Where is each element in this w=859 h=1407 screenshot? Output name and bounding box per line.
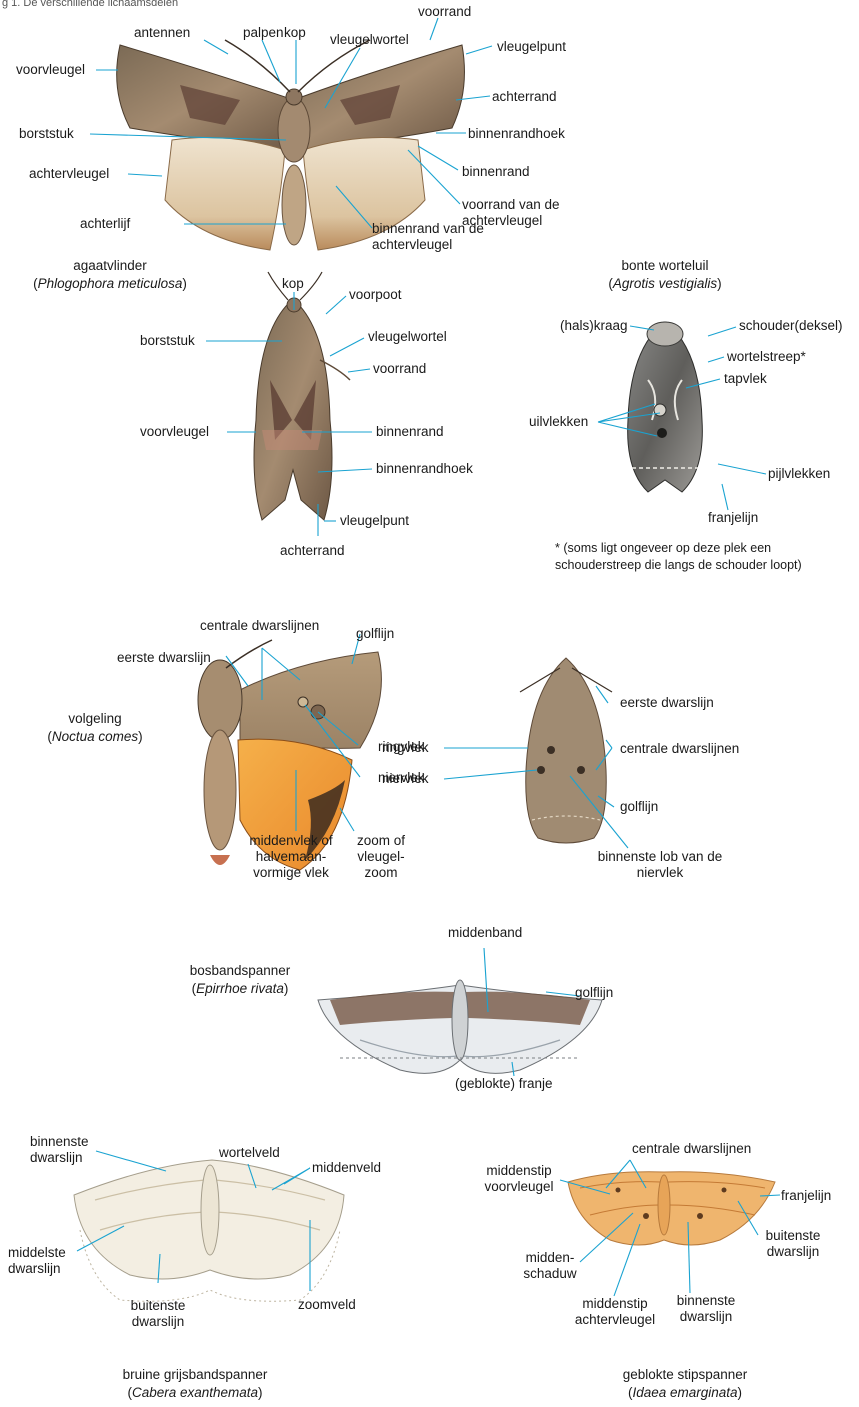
footnote: * (soms ligt ongeveer op deze plek een s… — [555, 540, 802, 574]
label-middenband: middenband — [448, 925, 522, 941]
footnote-line-2: schouderstreep die langs de schouder loo… — [555, 557, 802, 574]
label-schouder: schouder(deksel) — [739, 318, 843, 334]
species-name: geblokte stipspanner — [600, 1366, 770, 1384]
label-golflijn-bosband: golflijn — [575, 985, 613, 1001]
label-centrale-dwarslijnen-idaea: centrale dwarslijnen — [632, 1141, 751, 1157]
label-binnenrand: binnenrand — [462, 164, 530, 180]
label-achterlijf: achterlijf — [80, 216, 130, 232]
species-latin-line: (Idaea emarginata) — [600, 1384, 770, 1402]
species-latin: Epirrhoe rivata — [196, 981, 284, 996]
species-name: bosbandspanner — [160, 962, 320, 980]
species-latin: Noctua comes — [52, 729, 138, 744]
label-buitenste-dwarslijn-idaea: buitenste dwarslijn — [758, 1228, 828, 1260]
label-vleugelpunt-rust: vleugelpunt — [340, 513, 409, 529]
label-middelste-dwarslijn: middelste dwarslijn — [8, 1245, 78, 1277]
species-latin-line: (Agrotis vestigialis) — [590, 275, 740, 293]
label-centrale-rust: centrale dwarslijnen — [620, 741, 739, 757]
species-latin-line: (Epirrhoe rivata) — [160, 980, 320, 998]
label-vleugelpunt: vleugelpunt — [497, 39, 566, 55]
species-latin: Cabera exanthemata — [132, 1385, 258, 1400]
label-voorrand: voorrand — [418, 4, 471, 20]
label-voorrand-rust: voorrand — [373, 361, 426, 377]
label-voorvleugel: voorvleugel — [16, 62, 85, 78]
species-latin-line: (Phlogophora meticulosa) — [10, 275, 210, 293]
label-vleugelwortel: vleugelwortel — [330, 32, 409, 48]
label-zoomveld: zoomveld — [298, 1297, 356, 1313]
label-kraag: (hals)kraag — [560, 318, 628, 334]
label-binnenrandhoek: binnenrandhoek — [468, 126, 565, 142]
label-zoom: zoom of vleugel-zoom — [346, 833, 416, 881]
species-cabera: bruine grijsbandspanner (Cabera exanthem… — [90, 1366, 300, 1402]
label-franjelijn: franjelijn — [708, 510, 758, 526]
species-name: agaatvlinder — [10, 257, 210, 275]
species-name: bonte worteluil — [590, 257, 740, 275]
species-latin: Phlogophora meticulosa — [38, 276, 183, 291]
label-binnenrand-rust: binnenrand — [376, 424, 444, 440]
species-latin: Agrotis vestigialis — [613, 276, 717, 291]
label-voorvleugel-rust: voorvleugel — [140, 424, 209, 440]
label-achtervleugel: achtervleugel — [29, 166, 109, 182]
label-middenveld: middenveld — [312, 1160, 381, 1176]
species-latin-line: (Noctua comes) — [30, 728, 160, 746]
label-wortelstreep: wortelstreep* — [727, 349, 806, 365]
header-fragment: g 1. De verschillende lichaamsdelen — [2, 0, 178, 11]
bonte-worteluil-moth — [628, 322, 703, 492]
label-borststuk: borststuk — [19, 126, 74, 142]
species-idaea: geblokte stipspanner (Idaea emarginata) — [600, 1366, 770, 1402]
label-pijlvlekken: pijlvlekken — [768, 466, 830, 482]
footnote-line-1: * (soms ligt ongeveer op deze plek een — [555, 540, 802, 557]
label-kop: kop — [284, 25, 306, 41]
label-golflijn: golflijn — [356, 626, 394, 642]
label-achterrand-rust: achterrand — [280, 543, 345, 559]
species-bonte: bonte worteluil (Agrotis vestigialis) — [590, 257, 740, 293]
agaat-moth-resting — [254, 272, 350, 520]
idaea-moth — [568, 1172, 775, 1245]
label-binnenste-dwarslijn-idaea: binnenste dwarslijn — [666, 1293, 746, 1325]
label-achterrand: achterrand — [492, 89, 557, 105]
label-antennen: antennen — [134, 25, 190, 41]
label-eerste-dwarslijn: eerste dwarslijn — [117, 650, 211, 666]
label-wortelveld: wortelveld — [219, 1145, 280, 1161]
label-binnenste-dwarslijn: binnenste dwarslijn — [30, 1134, 100, 1166]
label-binnenrandhoek-rust: binnenrandhoek — [376, 461, 473, 477]
label-tapvlek: tapvlek — [724, 371, 767, 387]
label-middenstip-achter: middenstip achtervleugel — [570, 1296, 660, 1328]
label-niervlek-rust: niervlek — [382, 771, 429, 787]
agaat-moth-spread — [117, 40, 465, 250]
label-vleugelwortel-rust: vleugelwortel — [368, 329, 447, 345]
label-eerste-dwarslijn-rust: eerste dwarslijn — [620, 695, 714, 711]
label-binnenrand-achter: binnenrand van de achtervleugel — [372, 221, 492, 253]
label-middenvlek: middenvlek of halvemaan-vormige vlek — [236, 833, 346, 881]
volgeling-moth-resting — [520, 658, 612, 843]
species-name: bruine grijsbandspanner — [90, 1366, 300, 1384]
label-middenstip-voor: middenstip voorvleugel — [474, 1163, 564, 1195]
label-centrale-dwarslijnen: centrale dwarslijnen — [200, 618, 319, 634]
label-franjelijn-idaea: franjelijn — [781, 1188, 831, 1204]
species-bosband: bosbandspanner (Epirrhoe rivata) — [160, 962, 320, 998]
species-name: volgeling — [30, 710, 160, 728]
species-latin-line: (Cabera exanthemata) — [90, 1384, 300, 1402]
label-binnenste-lob: binnenste lob van de niervlek — [590, 849, 730, 881]
label-franje: (geblokte) franje — [455, 1076, 553, 1092]
label-palpen: palpen — [243, 25, 284, 41]
label-ringvlek-rust: ringvlek — [382, 740, 429, 756]
label-uilvlekken: uilvlekken — [529, 414, 588, 430]
species-latin: Idaea emarginata — [632, 1385, 737, 1400]
species-volgeling: volgeling (Noctua comes) — [30, 710, 160, 746]
label-borststuk-rust: borststuk — [140, 333, 195, 349]
label-voorpoot: voorpoot — [349, 287, 402, 303]
label-middenschaduw: midden-schaduw — [520, 1250, 580, 1282]
label-buitenste-dwarslijn: buitenste dwarslijn — [118, 1298, 198, 1330]
label-kop-rust: kop — [282, 276, 304, 292]
species-agaat: agaatvlinder (Phlogophora meticulosa) — [10, 257, 210, 293]
label-golflijn-rust: golflijn — [620, 799, 658, 815]
